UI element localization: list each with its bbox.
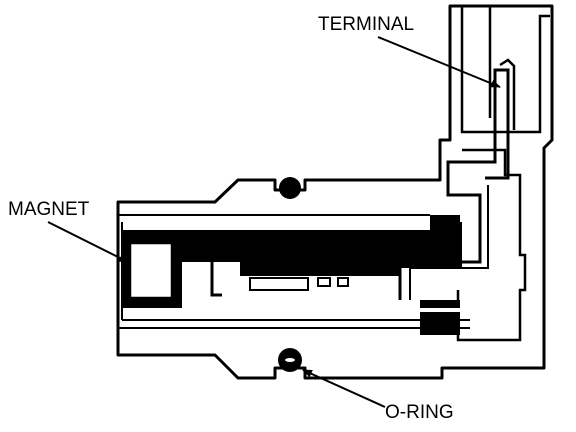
clip-block-upper <box>430 215 460 265</box>
oring-label: O-RING <box>385 402 454 423</box>
oring-leader <box>302 369 386 408</box>
connector-inner-wall <box>460 6 550 134</box>
circuit-body <box>122 222 462 276</box>
o-ring-top <box>279 177 301 199</box>
magnet-lead-bracket <box>178 256 222 300</box>
sensor-housing <box>116 4 554 380</box>
magnet-leader <box>47 221 129 263</box>
o-ring-bottom-highlight <box>285 358 295 362</box>
magnet-label: MAGNET <box>8 199 90 220</box>
housing-inner-profile <box>456 148 527 342</box>
terminal-pin <box>499 58 516 130</box>
clip-block-lower <box>420 300 460 335</box>
smd-component-2 <box>337 277 349 287</box>
chip-component <box>249 277 309 291</box>
lead-frame-inner <box>409 185 489 300</box>
clip-block-lower-gap <box>420 308 460 312</box>
smd-component-1 <box>317 277 331 287</box>
terminal-label: TERMINAL <box>318 14 414 35</box>
magnet-block <box>128 241 174 300</box>
terminal-leader <box>377 36 501 88</box>
lead-frame <box>398 68 510 300</box>
